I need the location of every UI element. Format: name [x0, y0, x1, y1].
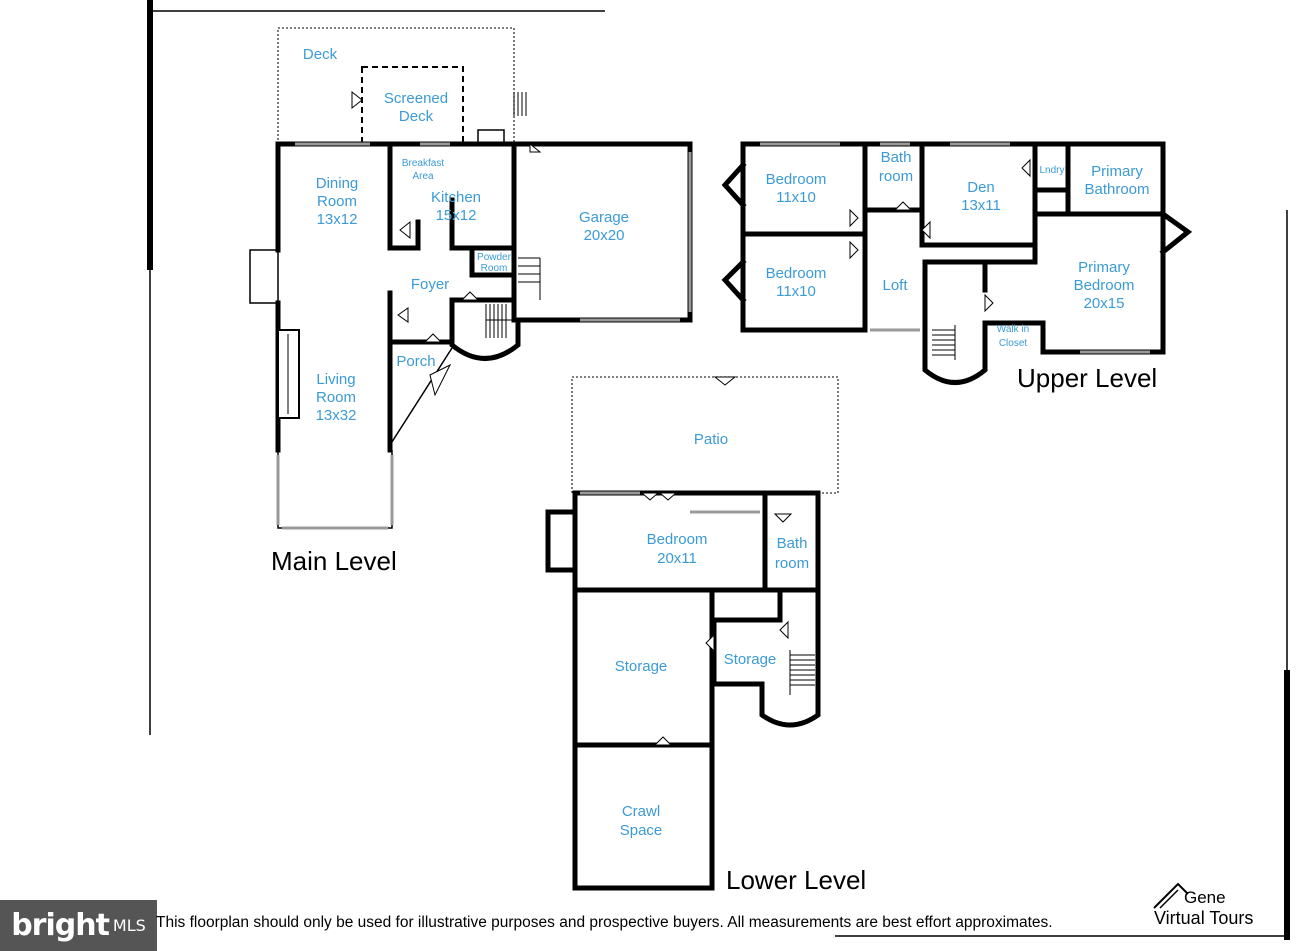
label-bath-2: room	[879, 168, 913, 185]
gene-virtual-tours-logo: Gene Virtual Tours	[1150, 880, 1290, 935]
label-porch: Porch	[396, 353, 435, 370]
deck-steps	[513, 92, 527, 116]
label-laundry: Lndry	[1039, 165, 1064, 176]
label-lower-bedroom: Bedroom	[647, 531, 708, 548]
room-labels: Deck Screened Deck Breakfast Area Dining…	[303, 46, 1150, 839]
label-living-2: Room	[316, 389, 356, 406]
label-patio: Patio	[694, 431, 728, 448]
label-walkin: Walk in	[997, 324, 1029, 335]
label-kitchen: Kitchen	[431, 189, 481, 206]
upper-level-plan	[721, 141, 1193, 385]
label-primary-bed: Primary	[1078, 259, 1130, 276]
label-living-3: 13x32	[316, 407, 357, 424]
label-primary-bath: Primary	[1091, 163, 1143, 180]
label-primary-bed-2: Bedroom	[1074, 277, 1135, 294]
label-dining: Dining	[316, 175, 359, 192]
logo-text: bright	[11, 908, 110, 943]
upper-stairs	[932, 325, 956, 360]
label-den-2: 13x11	[961, 197, 1001, 214]
label-bedroom-a-2: 11x10	[776, 189, 816, 206]
label-lower-bath-2: room	[775, 555, 809, 572]
label-garage-2: 20x20	[584, 227, 625, 244]
roof-icon	[1153, 882, 1189, 909]
label-foyer: Foyer	[411, 276, 449, 293]
label-garage: Garage	[579, 209, 629, 226]
door-porch	[423, 333, 443, 343]
door-deck	[351, 90, 363, 110]
label-kitchen-2: 15x12	[436, 207, 477, 224]
upper-level-title: Upper Level	[1017, 363, 1157, 393]
label-walkin-2: Closet	[999, 338, 1028, 349]
main-stairs	[485, 304, 514, 338]
border-lines	[147, 0, 1290, 940]
door-screened	[399, 220, 411, 240]
label-breakfast-2: Area	[412, 171, 434, 182]
label-bedroom-a: Bedroom	[766, 171, 827, 188]
label-primary-bath-2: Bathroom	[1084, 181, 1149, 198]
disclaimer-text: This floorplan should only be used for i…	[156, 914, 1053, 931]
label-bath: Bath	[881, 149, 912, 166]
label-powder-2: Room	[481, 263, 508, 274]
lower-level-title: Lower Level	[726, 865, 866, 895]
brand-line1: Gene	[1184, 888, 1226, 907]
label-screened-deck-2: Deck	[399, 108, 434, 125]
label-primary-bed-3: 20x15	[1084, 295, 1125, 312]
label-screened-deck: Screened	[384, 90, 448, 107]
bright-mls-logo: bright MLS	[0, 900, 157, 951]
label-breakfast: Breakfast	[402, 158, 444, 169]
logo-suffix: MLS	[112, 916, 146, 935]
label-loft: Loft	[882, 277, 908, 294]
label-lower-bedroom-2: 20x11	[657, 550, 697, 567]
garage-steps	[518, 257, 541, 300]
door-porch-exit	[429, 363, 452, 397]
label-storage-b: Storage	[724, 651, 777, 668]
lower-stairs	[789, 650, 815, 695]
brand-line2: Virtual Tours	[1154, 908, 1254, 928]
label-dining-3: 13x12	[317, 211, 358, 228]
label-living: Living	[316, 371, 355, 388]
door-stair	[460, 291, 480, 301]
main-level-title: Main Level	[271, 546, 397, 576]
label-crawl-2: Space	[620, 822, 663, 839]
label-storage-a: Storage	[615, 658, 668, 675]
label-deck: Deck	[303, 46, 338, 63]
door-garage	[529, 142, 542, 153]
label-crawl: Crawl	[622, 803, 660, 820]
lower-level-plan	[545, 376, 839, 891]
label-den: Den	[967, 179, 995, 196]
screened-deck-outline	[361, 66, 464, 145]
label-bedroom-b-2: 11x10	[776, 283, 816, 300]
label-powder: Powder	[477, 252, 512, 263]
label-lower-bath: Bath	[777, 535, 808, 552]
main-level-plan	[249, 27, 693, 530]
patio-outline	[571, 376, 839, 494]
label-bedroom-b: Bedroom	[766, 265, 827, 282]
label-dining-2: Room	[317, 193, 357, 210]
door-foyer	[397, 307, 409, 323]
